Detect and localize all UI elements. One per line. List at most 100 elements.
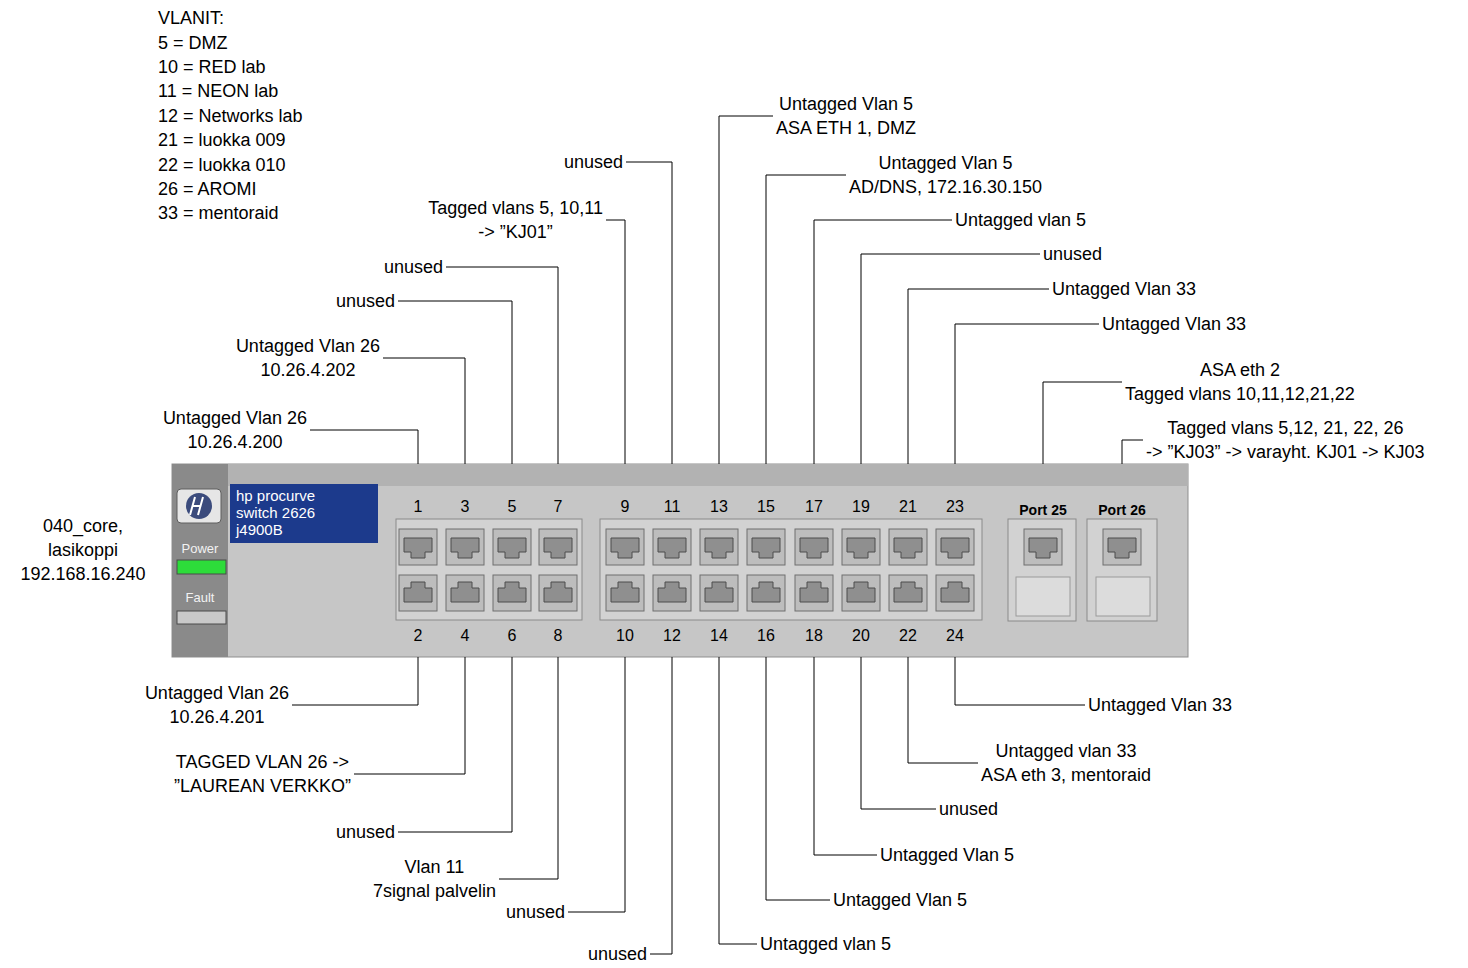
vlan-legend-entry: 11 = NEON lab [158, 79, 278, 103]
port-housing [493, 575, 531, 611]
rj45-port [446, 575, 484, 611]
port-callout: Untagged Vlan 26 10.26.4.202 [236, 334, 380, 382]
port-jack [941, 582, 969, 602]
port-housing [539, 529, 577, 565]
port-jack [658, 582, 686, 602]
port-number: 19 [852, 497, 870, 517]
port-number: Port 25 [1019, 501, 1066, 519]
led-label: Power [182, 541, 219, 557]
port-number: 6 [508, 626, 517, 646]
port-callout: TAGGED VLAN 26 -> ”LAUREAN VERKKO” [174, 750, 351, 798]
leader-line [908, 289, 1049, 464]
port-callout: unused [336, 289, 395, 313]
port-jack [611, 538, 639, 558]
text-line: AD/DNS, 172.16.30.150 [849, 175, 1042, 199]
text-line: TAGGED VLAN 26 -> [174, 750, 351, 774]
port-number: 16 [757, 626, 775, 646]
leader-line [814, 220, 952, 464]
text-line: Tagged vlans 10,11,12,21,22 [1125, 382, 1355, 406]
leader-line [626, 162, 672, 464]
port-housing [889, 575, 927, 611]
leader-line [383, 358, 465, 464]
fault-led [177, 611, 226, 624]
port-callout: Untagged Vlan 33 [1088, 693, 1232, 717]
text-line: Untagged vlan 33 [981, 739, 1151, 763]
port-housing [493, 529, 531, 565]
port-housing [889, 529, 927, 565]
port-housing [539, 575, 577, 611]
rj45-port [889, 529, 927, 565]
port-callout: Untagged Vlan 26 10.26.4.200 [163, 406, 307, 454]
power-led [177, 560, 226, 574]
port-number: 10 [616, 626, 634, 646]
leader-lines [292, 116, 1143, 954]
port-callout: Vlan 11 7signal palvelin [373, 855, 496, 903]
vlan-legend-entry: 22 = luokka 010 [158, 153, 286, 177]
port-callout: Untagged Vlan 5 [833, 888, 967, 912]
port-jack [404, 582, 432, 602]
uplink-frame [1008, 519, 1076, 621]
empty-slot [1096, 577, 1150, 616]
empty-slot [1016, 577, 1070, 616]
port-number: 13 [710, 497, 728, 517]
port-number: 17 [805, 497, 823, 517]
port-number: 1 [414, 497, 423, 517]
rj45-port [936, 529, 974, 565]
text-line: switch 2626 [236, 504, 372, 521]
port-number: Port 26 [1098, 501, 1145, 519]
rj45-port [1024, 529, 1062, 565]
vlan-legend-entry: 33 = mentoraid [158, 201, 279, 225]
rj45-port [700, 529, 738, 565]
text-line: j4900B [236, 521, 372, 538]
port-number: 21 [899, 497, 917, 517]
port-jack [894, 538, 922, 558]
port-housing [653, 575, 691, 611]
port-housing [700, 575, 738, 611]
port-number: 8 [554, 626, 563, 646]
port-callout: unused [588, 942, 647, 966]
text-line: Untagged Vlan 5 [776, 92, 916, 116]
text-line: 040_core, [20, 514, 145, 538]
port-callout: Untagged Vlan 5 ASA ETH 1, DMZ [776, 92, 916, 140]
port-jack [611, 582, 639, 602]
vlan-legend-entry: 12 = Networks lab [158, 104, 303, 128]
port-number: 5 [508, 497, 517, 517]
hp-logo-mark [190, 497, 203, 515]
port-callout: unused [384, 255, 443, 279]
leader-line [292, 657, 418, 705]
text-line: Untagged Vlan 26 [236, 334, 380, 358]
port-housing [747, 575, 785, 611]
port-housing [1103, 529, 1141, 565]
port-callout: unused [336, 820, 395, 844]
rj45-port [606, 529, 644, 565]
port-housing [446, 575, 484, 611]
leader-line [446, 267, 558, 464]
leader-line [398, 657, 512, 832]
text-line: 10.26.4.201 [145, 705, 289, 729]
port-housing [606, 575, 644, 611]
rj45-port [842, 575, 880, 611]
port-housing [1024, 529, 1062, 565]
port-jack [752, 582, 780, 602]
port-callout: Untagged Vlan 5 [880, 843, 1014, 867]
rj45-port [539, 575, 577, 611]
chassis-top-band [172, 464, 1188, 486]
rj45-port [795, 575, 833, 611]
port-jack [941, 538, 969, 558]
port-callout: Untagged Vlan 33 [1052, 277, 1196, 301]
port-number: 3 [461, 497, 470, 517]
leader-line [766, 657, 830, 900]
port-jack [705, 538, 733, 558]
rj45-port [493, 529, 531, 565]
port-callout: Untagged Vlan 5 AD/DNS, 172.16.30.150 [849, 151, 1042, 199]
leader-line [1122, 440, 1143, 464]
port-number: 7 [554, 497, 563, 517]
port-jack [451, 582, 479, 602]
text-line: Untagged Vlan 26 [145, 681, 289, 705]
port-housing [936, 575, 974, 611]
model-badge: hp procurve switch 2626 j4900B [230, 484, 378, 543]
port-number: 12 [663, 626, 681, 646]
port-callout: unused [564, 150, 623, 174]
port-housing [842, 529, 880, 565]
